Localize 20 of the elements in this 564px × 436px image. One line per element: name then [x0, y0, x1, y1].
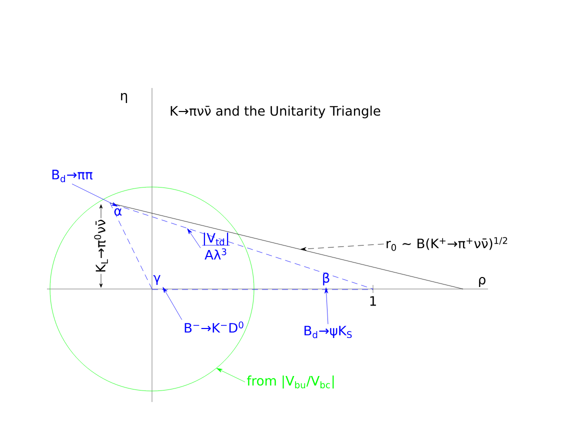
arrow — [162, 287, 182, 320]
arrow — [216, 368, 246, 382]
tick-label: 1 — [368, 295, 378, 307]
axis-label: η — [118, 92, 130, 104]
formula-label: r$_{0}$ ~ B(K$^{+}$→π$^{+}$νν̄)$^{1/2}$ — [386, 237, 508, 251]
fraction-label: |V$_{td}$| Aλ$^{3}$ — [202, 232, 230, 260]
angle-label: β — [323, 272, 330, 286]
constraint-label: from |V$_{bu}$/V$_{bc}$| — [246, 376, 334, 389]
arrow — [187, 228, 201, 248]
arrow — [72, 184, 118, 206]
angle-label: γ — [153, 275, 160, 285]
decay-label: B$_{d}$→ππ — [52, 170, 92, 182]
axis-label: ρ — [476, 276, 488, 288]
arrow — [324, 288, 328, 324]
title: K→πνν̄ and the Unitarity Triangle — [170, 106, 380, 118]
arrow — [300, 244, 384, 251]
angle-label: α — [114, 208, 122, 216]
decay-label: B$^{−}$→K$^{−}$D$^{0}$ — [184, 321, 244, 333]
decay-label: B$_{d}$→ψK$_{S}$ — [304, 326, 352, 338]
decay-label: K$_{L}$→π$^{0}$νν̄ — [93, 218, 109, 274]
